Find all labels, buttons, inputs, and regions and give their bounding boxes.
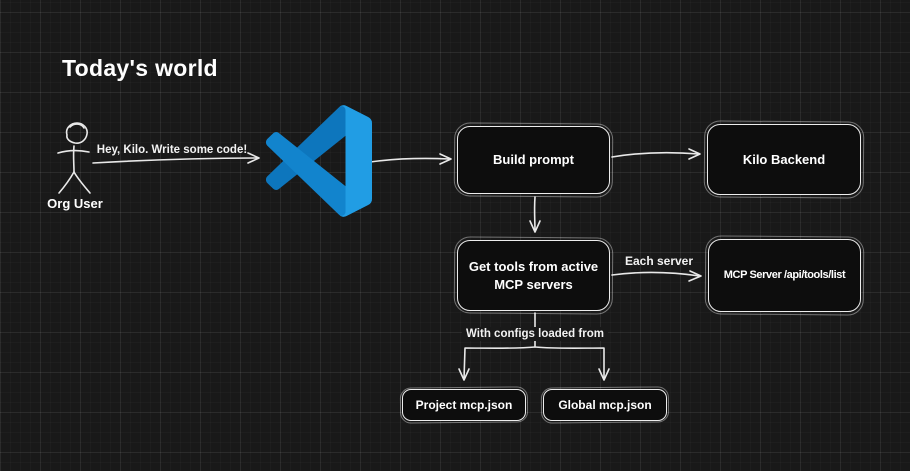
node-mcp-server[interactable]: MCP Server /api/tools/list: [708, 239, 861, 312]
arrow-get-tools-to-mcp-server[interactable]: [611, 270, 702, 282]
each-server-label: Each server: [624, 254, 694, 268]
arrow-build-prompt-to-kilo-backend[interactable]: [611, 148, 701, 160]
node-kilo-backend[interactable]: Kilo Backend: [707, 124, 861, 195]
diagram-title: Today's world: [62, 55, 218, 81]
org-user-figure[interactable]: [57, 122, 91, 194]
node-project-mcp-json[interactable]: Project mcp.json: [402, 389, 526, 421]
node-build-prompt[interactable]: Build prompt: [457, 126, 610, 194]
node-get-tools[interactable]: Get tools from active MCP servers: [457, 240, 610, 311]
org-user-label: Org User: [47, 196, 103, 211]
arrow-get-tools-to-configs[interactable]: [458, 312, 610, 381]
user-request-label: Hey, Kilo. Write some code!: [96, 144, 248, 156]
arrow-vscode-to-build-prompt[interactable]: [369, 153, 452, 165]
arrow-user-to-vscode[interactable]: [92, 152, 260, 164]
with-configs-label: With configs loaded from: [462, 327, 608, 341]
vscode-logo-icon[interactable]: [266, 105, 372, 217]
node-global-mcp-json[interactable]: Global mcp.json: [543, 389, 667, 421]
arrow-build-prompt-to-get-tools[interactable]: [529, 196, 541, 233]
